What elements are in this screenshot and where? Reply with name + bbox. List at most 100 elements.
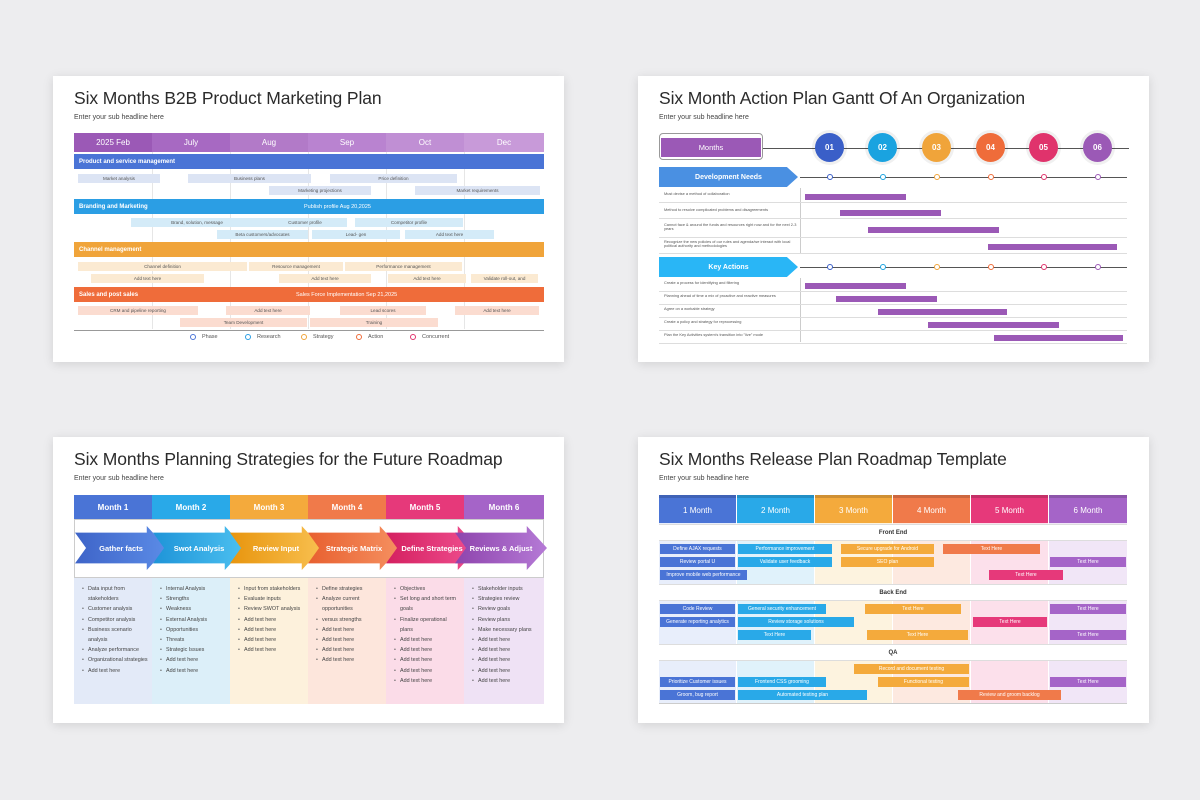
arrow-step: Strategic Matrix (308, 526, 400, 570)
row-label: Method to resolve complicated problems a… (664, 208, 769, 212)
task-list: Define strategiesAnalyze current opportu… (308, 578, 386, 666)
list-item: Business scenario analysis (82, 625, 148, 645)
slide-title: Six Month Action Plan Gantt Of An Organi… (659, 88, 1026, 108)
task-bar: Text Here (943, 544, 1040, 554)
timeline-dot (1095, 264, 1101, 270)
gantt-bar (805, 194, 906, 200)
slide-release-plan-roadmap[interactable]: Six Months Release Plan Roadmap Template… (638, 437, 1149, 723)
row-label: Agree on a workable strategy (664, 307, 715, 311)
slide-b2b-marketing-plan[interactable]: Six Months B2B Product Marketing Plan En… (53, 76, 564, 362)
month-column: Internal AnalysisStrengthsWeaknessExtern… (152, 578, 230, 704)
task-bar: Validate roll-out, and (471, 274, 538, 283)
gantt-bar (878, 309, 1007, 315)
list-item: Add text here (316, 625, 382, 635)
timeline-dot (988, 264, 994, 270)
task-bar: Text Here (1050, 604, 1126, 614)
list-item: Strategies review (472, 594, 540, 604)
month-column: Define strategiesAnalyze current opportu… (308, 578, 386, 704)
list-item: External Analysis (160, 615, 226, 625)
month-header: Aug (230, 133, 308, 152)
month-header: Oct (386, 133, 464, 152)
legend-item: Phase (190, 334, 218, 340)
legend-dot (190, 334, 196, 340)
task-bar: Market requirements (415, 186, 540, 195)
month-header: Month 5 (386, 495, 464, 519)
slide-subtitle: Enter your sub headline here (659, 475, 749, 482)
list-item: Evaluate inputs (238, 594, 304, 604)
section-product-service: Product and service management (74, 154, 544, 169)
list-item: Add text here (160, 655, 226, 665)
gantt-row: Create a process for identifying and fil… (659, 279, 1127, 292)
task-bar: Performance management (345, 262, 462, 271)
task-bar: Add text here (226, 306, 310, 315)
gantt-bar (994, 335, 1123, 341)
legend-label: Action (368, 334, 384, 340)
section-key-actions: Key Actions (659, 257, 798, 277)
timeline-dot (880, 174, 886, 180)
list-item: Opportunities (160, 625, 226, 635)
gantt-row: Create a policy and strategy for reproce… (659, 318, 1127, 331)
month-circle: 06 (1083, 133, 1112, 162)
gantt-row: Cannot face & around the funds and resou… (659, 221, 1127, 238)
task-bar: Performance improvement (738, 544, 832, 554)
timeline-line (800, 267, 1127, 268)
arrow-step: Gather facts (75, 526, 167, 570)
slide-subtitle: Enter your sub headline here (659, 114, 749, 121)
list-item: Analyze current opportunities (316, 594, 382, 614)
month-circle: 05 (1029, 133, 1058, 162)
list-item: Add text here (472, 635, 540, 645)
task-bar: Brand, solution, message (131, 218, 263, 227)
section-channel: Channel management (74, 242, 544, 257)
section-label: Product and service management (79, 158, 176, 165)
list-item: Stakeholder inputs (472, 584, 540, 594)
list-item: Strengths (160, 594, 226, 604)
list-item: Internal Analysis (160, 584, 226, 594)
legend-dot (410, 334, 416, 340)
list-item: Make necessary plans (472, 625, 540, 635)
task-bar: Prioritize Customer issues (660, 677, 735, 687)
timeline-dot (827, 264, 833, 270)
task-list: ObjectivesSet long and short term goalsF… (386, 578, 464, 686)
list-item: Competitor analysis (82, 615, 148, 625)
task-bar: Business plans (188, 174, 311, 183)
gantt-bar (805, 283, 906, 289)
list-item: Data input from stakeholders (82, 584, 148, 604)
gantt-bar (988, 244, 1117, 250)
slide-subtitle: Enter your sub headline here (74, 114, 164, 121)
list-item: Objectives (394, 584, 460, 594)
arrow-step: Review Input (230, 526, 322, 570)
task-bar: Review and groom backlog (958, 690, 1061, 700)
list-item: Organizational strategies (82, 655, 148, 665)
list-item: Finalize operational plans (394, 615, 460, 635)
months-frame (659, 133, 763, 160)
task-bar: Price definition (330, 174, 457, 183)
gantt-row: Must devise a method of collaboration (659, 190, 1127, 203)
arrow-step: Reviews & Adjust (455, 526, 547, 570)
slide-planning-strategies[interactable]: Six Months Planning Strategies for the F… (53, 437, 564, 723)
month-header: July (152, 133, 230, 152)
list-item: Add text here (82, 666, 148, 676)
row-label: Planning ahead of time a mix of proactiv… (664, 294, 776, 298)
list-item: Add text here (394, 655, 460, 665)
timeline-dot (934, 264, 940, 270)
task-bar: Automated testing plan (738, 690, 867, 700)
legend-item: Concurrent (410, 334, 449, 340)
grid-line (464, 152, 465, 329)
row-label: Recognize the new policies of our rules … (664, 240, 791, 249)
legend-dot (301, 334, 307, 340)
gantt-row: Recognize the new policies of our rules … (659, 238, 1127, 254)
list-item: Add text here (394, 635, 460, 645)
legend-label: Concurrent (422, 334, 450, 340)
task-bar: Add text here (388, 274, 466, 283)
bottom-border (659, 703, 1127, 704)
gantt-bar (840, 210, 941, 216)
legend-label: Phase (202, 334, 218, 340)
task-bar: Improve mobile web performance (660, 570, 747, 580)
task-bar: Text Here (1050, 557, 1126, 567)
list-item: Add text here (160, 666, 226, 676)
list-item: Input from stakeholders (238, 584, 304, 594)
slide-action-plan-gantt[interactable]: Six Month Action Plan Gantt Of An Organi… (638, 76, 1149, 362)
month-header: 6 Month (1049, 495, 1127, 523)
month-header: Month 3 (230, 495, 308, 519)
